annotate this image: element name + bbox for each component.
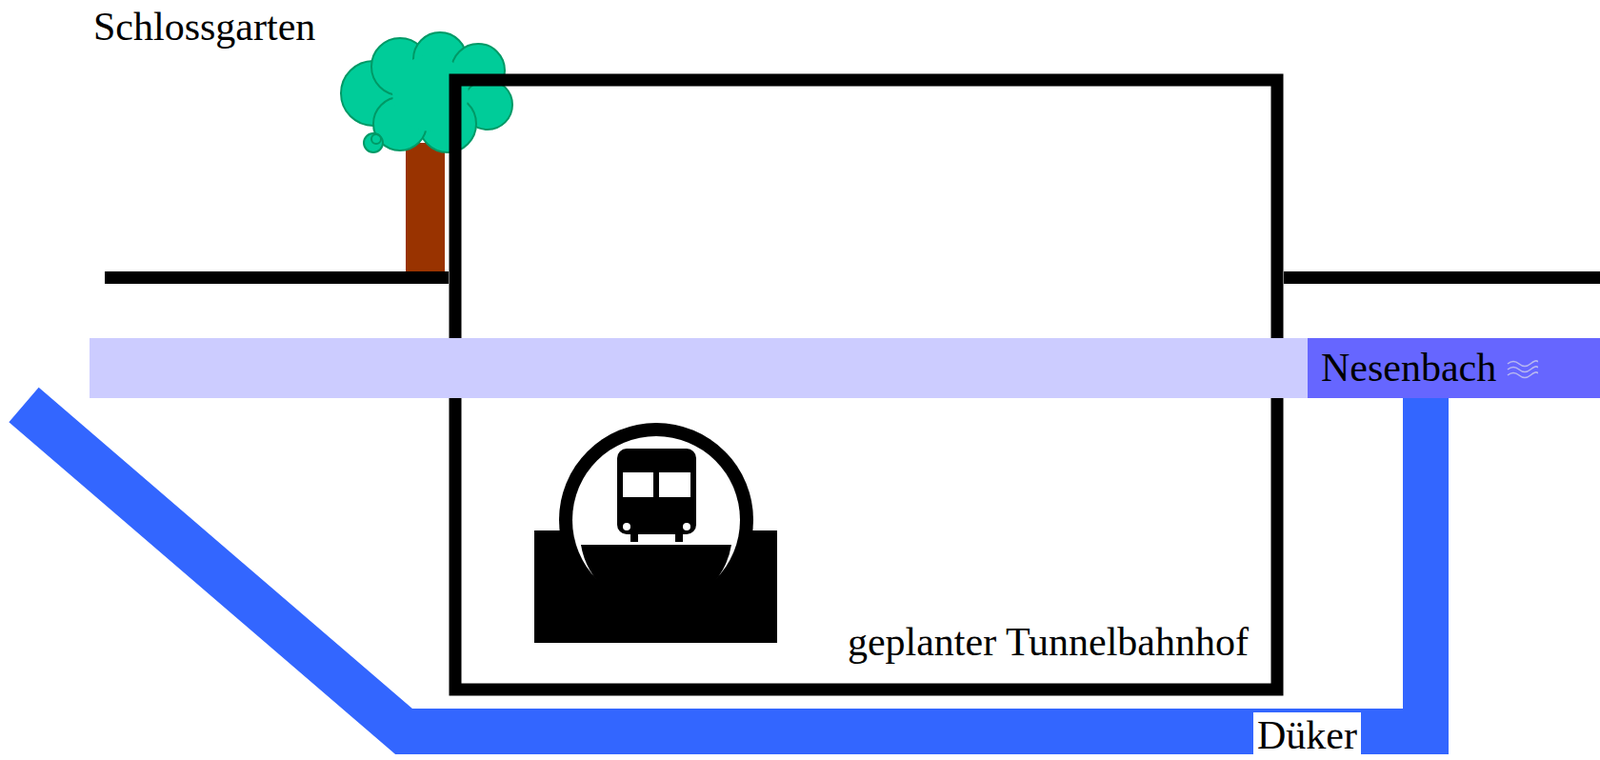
pipe-label: Düker [1253,712,1361,759]
nesenbach-band [89,338,1308,399]
station-title: geplanter Tunnelbahnhof [847,619,1249,665]
place-label: Schlossgarten [93,3,316,50]
water-symbol [1505,359,1539,382]
tree-trunk [405,142,445,273]
ground-line [104,271,449,284]
station-box: geplanter Tunnelbahnhof [455,80,1278,690]
train-symbol [534,422,778,643]
stream-box: Nesenbach [1307,338,1600,399]
dueker-pipe [23,390,1426,732]
stream-name: Nesenbach [1320,338,1497,399]
ground-line [1283,271,1600,284]
tree-crown [340,32,513,153]
